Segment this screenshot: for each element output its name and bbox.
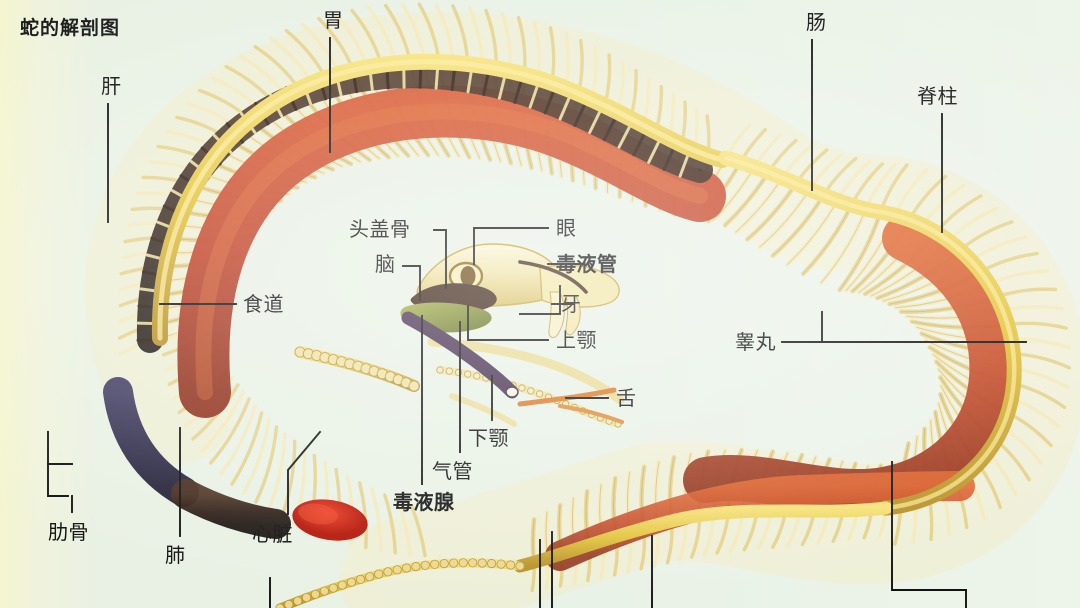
vertebra-bead (515, 561, 525, 571)
vertebral-column (136, 53, 1022, 608)
vertebra-bead (364, 572, 375, 582)
label-brain: 脑 (375, 252, 396, 276)
rib (383, 493, 397, 555)
label-spine: 脊柱 (917, 84, 958, 108)
rib (819, 207, 869, 285)
vertebra-bead (449, 558, 459, 568)
rib-edge (839, 211, 881, 291)
vertebra-segment (558, 95, 572, 121)
rib-edge (786, 199, 838, 266)
label-heart: 心脏 (252, 522, 293, 546)
label-venom-gland: 毒液腺 (393, 490, 455, 514)
rib-edge (802, 204, 852, 275)
vertebra-segment (602, 116, 617, 142)
label-esophagus: 食道 (243, 292, 284, 316)
label-stomach: 胃 (323, 8, 344, 32)
vertebra-bead (355, 574, 366, 585)
vertebra-bead (439, 558, 449, 569)
vertebra-bead (401, 563, 412, 573)
rib (266, 432, 287, 512)
rib (396, 498, 412, 557)
vertebra-bead (420, 560, 430, 570)
vertebra-bead (436, 366, 444, 374)
vertebra-bead (527, 387, 535, 395)
vertebra-bead (445, 367, 453, 375)
rib (357, 481, 368, 550)
vertebra-bead (408, 380, 420, 392)
vertebra-bead (337, 580, 347, 590)
vertebra-segment (573, 102, 587, 127)
vertebra-segment (617, 124, 632, 149)
rib (409, 504, 427, 558)
rib (230, 411, 264, 486)
vertebra-bead (535, 390, 544, 398)
label-testis: 睾丸 (735, 330, 776, 354)
vertebra-bead (411, 561, 421, 572)
label-lower-jaw: 下颚 (468, 426, 509, 450)
vertebra-bead (310, 589, 320, 599)
label-fang: 牙 (561, 292, 582, 316)
label-skull: 头盖骨 (349, 217, 411, 241)
vertebra-segment (528, 83, 540, 109)
vertebra-segment (632, 131, 647, 157)
label-eye: 眼 (556, 216, 577, 240)
vertebra-bead (383, 567, 393, 577)
vertebra-bead (319, 586, 329, 596)
label-ribs: 肋骨 (48, 520, 89, 544)
leader-ribs-bracket-a (47, 431, 69, 497)
rib (219, 404, 257, 476)
tongue-fork (558, 404, 624, 424)
label-intestine: 肠 (806, 10, 827, 34)
rib (837, 209, 883, 293)
rib (370, 487, 383, 553)
vertebra-segment (497, 73, 507, 100)
vertebra-bead (346, 577, 356, 587)
vertebra-bead (477, 558, 487, 568)
vertebra-bead (284, 599, 294, 608)
vertebra-segment (513, 77, 524, 104)
trachea (401, 311, 519, 399)
label-lung: 肺 (165, 543, 186, 567)
vertebra-bead (518, 384, 526, 392)
hyoid-bone (449, 393, 517, 427)
vertebra-segment (588, 109, 602, 134)
vertebra-bead (454, 368, 463, 377)
vertebra-bead (293, 596, 303, 606)
vertebra-bead (430, 559, 440, 569)
rib (801, 203, 854, 276)
vertebra-bead (374, 569, 384, 579)
vertebra-segment (647, 139, 661, 164)
vertebra-bead (473, 372, 481, 380)
rib (209, 397, 251, 465)
vertebra-bead (392, 565, 402, 575)
label-tongue: 舌 (616, 386, 637, 410)
vertebra-bead (486, 558, 497, 569)
rib (254, 425, 279, 504)
fang-rear (565, 295, 581, 336)
trachea-opening (505, 386, 519, 398)
vertebra-bead (505, 560, 516, 570)
rib (242, 418, 271, 495)
label-trachea: 气管 (432, 459, 473, 483)
eye-ball (460, 266, 476, 286)
vertebra-bead (496, 559, 506, 569)
vertebra-segment (482, 69, 490, 97)
vertebra-bead (328, 583, 338, 593)
vertebra-segment (678, 152, 690, 178)
label-liver: 肝 (101, 74, 122, 98)
page-title: 蛇的解剖图 (20, 17, 121, 39)
vertebra-segment (543, 89, 556, 115)
vertebra-bead (301, 592, 312, 603)
rib-edge (820, 208, 867, 284)
rib (199, 390, 245, 453)
rib (784, 198, 840, 267)
vertebra-segment (662, 146, 676, 171)
vertebra-bead (464, 370, 472, 378)
label-upper-jaw: 上颚 (556, 328, 597, 352)
label-venom-duct: 毒液管 (556, 252, 618, 276)
vertebra-bead (468, 558, 478, 568)
vertebra-bead (458, 558, 468, 568)
